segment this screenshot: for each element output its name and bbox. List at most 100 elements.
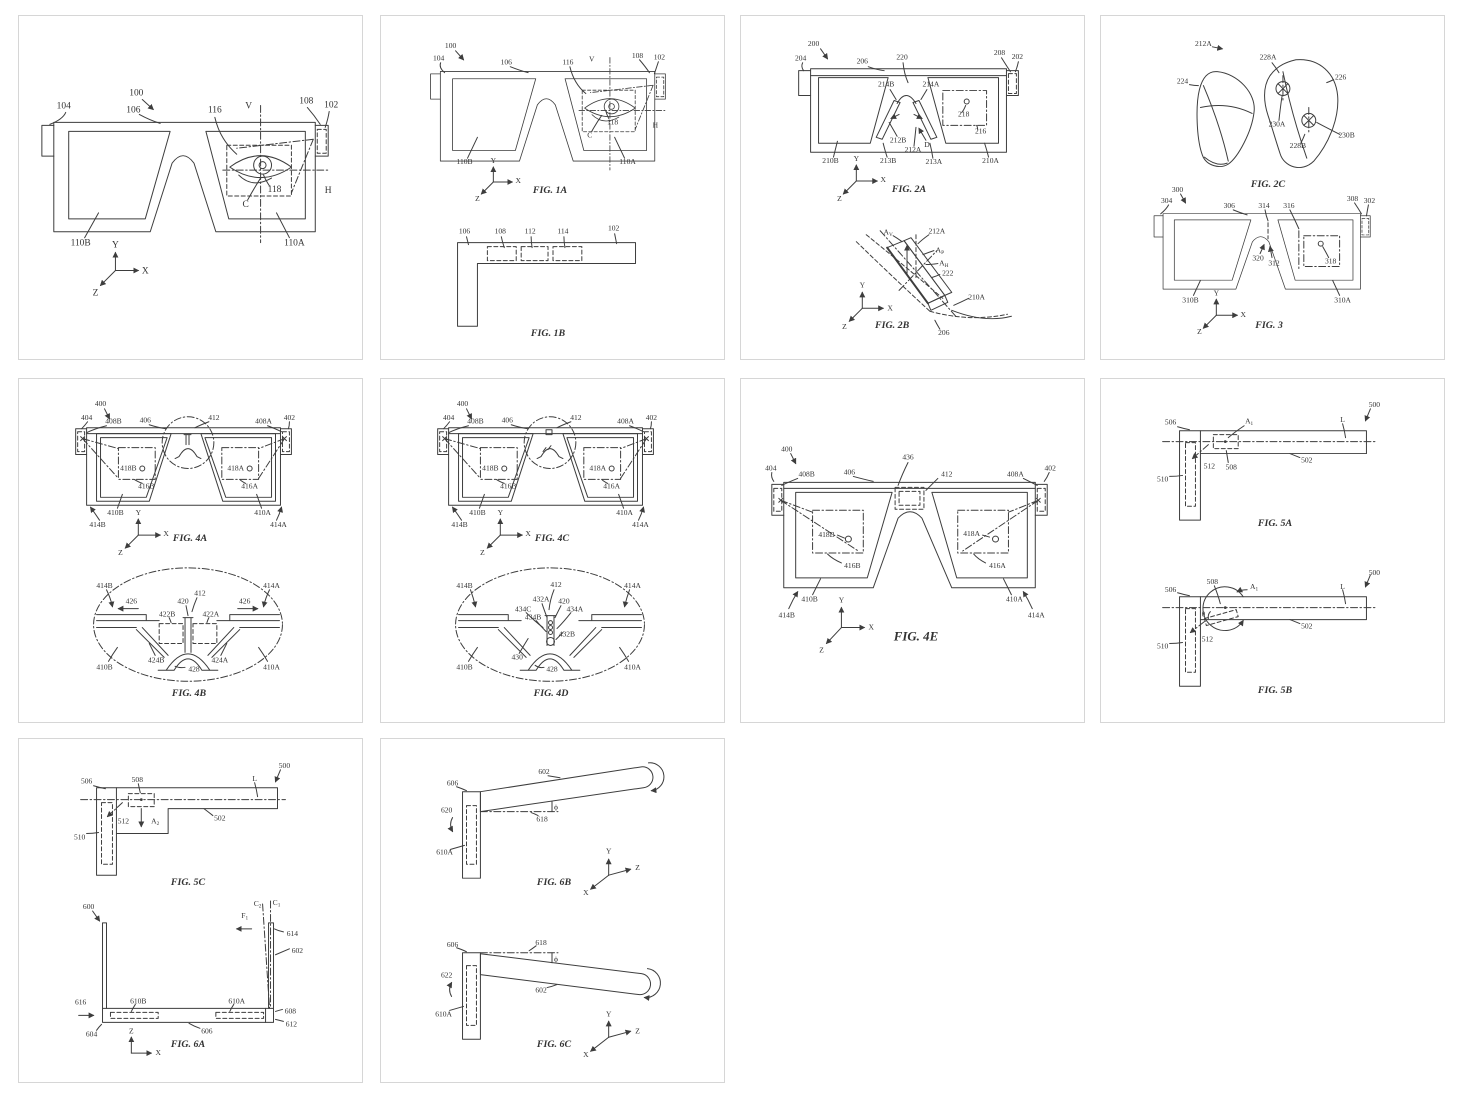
fig4a-drawing <box>75 408 292 549</box>
ref: 430 <box>512 652 524 661</box>
ref: 510 <box>1157 641 1169 650</box>
ref: 100 <box>445 41 457 50</box>
ref: 408B <box>105 417 121 426</box>
ref: 416A <box>241 481 258 490</box>
ref: 108 <box>632 51 644 60</box>
figure-caption: FIG. 2B <box>874 320 910 331</box>
ref: 602 <box>535 986 547 995</box>
ref: 302 <box>1364 196 1376 205</box>
ref: 502 <box>1301 456 1313 465</box>
panel-fig-5c-6a[interactable]: 506 508 L 500 512 A2 502 510 FIG. 5C 600… <box>18 738 363 1083</box>
ref: 230B <box>1338 130 1354 139</box>
ref: 116 <box>208 105 222 115</box>
ref: 500 <box>279 761 291 770</box>
panel-fig-4a-4b[interactable]: 400 404 408B 406 412 408A 402 418B 416B … <box>18 378 363 723</box>
axis-label: X <box>163 529 169 538</box>
ref: 410B <box>801 595 817 604</box>
axis-label: Z <box>118 548 123 557</box>
fig4e-drawing <box>771 453 1050 645</box>
ref: 600 <box>83 902 95 911</box>
ref: 208 <box>994 48 1006 57</box>
fig5c-drawing <box>80 769 286 876</box>
axis-label: Z <box>129 1026 134 1035</box>
ref: 212A <box>928 227 945 236</box>
ref: 434B <box>525 613 541 622</box>
ref: 210A <box>982 156 999 165</box>
ref: 312 <box>1268 259 1280 268</box>
ref: 320 <box>1252 254 1264 263</box>
fig4c-drawing <box>437 408 654 549</box>
ref: 434A <box>566 605 583 614</box>
ref: 414B <box>96 581 112 590</box>
panel-fig-2a-2b[interactable]: 200 204 206 220 208 202 214B 214A 212B 2… <box>740 15 1085 360</box>
axis-label: X <box>880 175 886 184</box>
ref: 506 <box>81 777 93 786</box>
ref: 408A <box>617 417 634 426</box>
ref: H <box>325 186 332 196</box>
ref: 206 <box>938 328 950 337</box>
ref: 414A <box>624 581 641 590</box>
ref: 106 <box>501 58 513 67</box>
ref: A1 <box>1245 417 1253 427</box>
axis-label: Z <box>1197 327 1202 336</box>
ref: 502 <box>214 814 226 823</box>
ref: 416A <box>989 561 1006 570</box>
ref: AP <box>936 246 944 256</box>
ref: 406 <box>844 467 856 476</box>
fig5b-drawing <box>1162 574 1376 687</box>
panel-fig-6b-6c[interactable]: 606 602 620 ϕ 618 610A Y Z X FIG. 6B 606… <box>380 738 725 1083</box>
ref: 500 <box>1369 568 1381 577</box>
ref: C1 <box>273 898 281 908</box>
ref: 410B <box>469 508 485 517</box>
axis-label: Z <box>480 548 485 557</box>
ref: 222 <box>942 268 954 277</box>
ref: 416B <box>844 561 860 570</box>
ref: 420 <box>177 597 189 606</box>
ref: 418B <box>120 463 136 472</box>
ref: 212A <box>1195 39 1212 48</box>
panel-fig-1a-1b[interactable]: 100 104 106 116 V 108 102 118 C H 110B 1… <box>380 15 725 360</box>
ref: 610A <box>228 996 245 1005</box>
ref: 300 <box>1172 185 1184 194</box>
ref: 310A <box>1334 295 1351 304</box>
ref: 418B <box>482 463 498 472</box>
ref: 400 <box>95 399 107 408</box>
ref: A2 <box>151 817 159 827</box>
ref: 510 <box>74 832 86 841</box>
ref: 418B <box>818 530 834 539</box>
ref: 316 <box>1283 201 1295 210</box>
figure-caption: FIG. 4C <box>534 533 570 544</box>
ref: 406 <box>502 416 514 425</box>
ref: 410B <box>456 662 472 671</box>
ref: 213A <box>925 157 942 166</box>
ref: 314 <box>1258 201 1270 210</box>
fig5a-drawing <box>1162 408 1376 521</box>
axis-label: Z <box>819 645 824 654</box>
ref: 216 <box>975 126 987 135</box>
panel-fig-4c-4d[interactable]: 400 404 408B 406 412 408A 402 418B 416B … <box>380 378 725 723</box>
ref: 512 <box>1204 461 1216 470</box>
figure-caption: FIG. 6A <box>170 1039 206 1050</box>
ref: 228B <box>1290 141 1306 150</box>
axis-label: X <box>583 1050 589 1059</box>
axis-label: Z <box>842 322 847 331</box>
ref: 228A <box>1260 53 1277 62</box>
panel-fig-5a-5b[interactable]: 506 A1 L 500 512 508 502 510 FIG. 5A 506… <box>1100 378 1445 723</box>
ref: 213B <box>880 156 896 165</box>
ref: 220 <box>896 53 908 62</box>
ref: 118 <box>268 185 282 195</box>
axis-label: Y <box>606 846 612 855</box>
panel-fig-2c-3[interactable]: 212A 224 228A 226 230A 230B 228B FIG. 2C… <box>1100 15 1445 360</box>
ref: L <box>1340 582 1345 591</box>
axis-label: Z <box>635 863 640 872</box>
ref: 404 <box>443 413 455 422</box>
ref: 406 <box>140 416 152 425</box>
panel-fig-4e[interactable]: 400 404 408B 406 436 412 408A 402 418B 4… <box>740 378 1085 723</box>
panel-fig-1a-enlarged[interactable]: 100 104 106 116 V 108 102 118 C H 110B 1… <box>18 15 363 360</box>
axis-label: X <box>515 176 521 185</box>
ref: 414A <box>632 520 649 529</box>
ref: 428 <box>188 664 200 673</box>
ref: 408A <box>255 417 272 426</box>
ref: F1 <box>241 911 248 921</box>
axis-label: Y <box>854 154 860 163</box>
